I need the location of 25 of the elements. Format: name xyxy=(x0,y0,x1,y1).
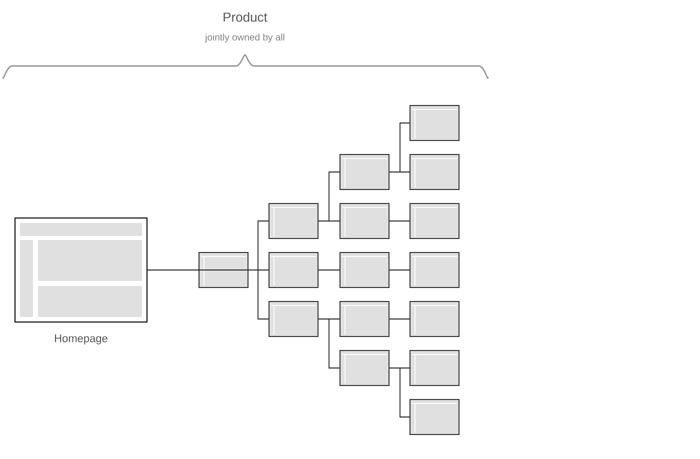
page-box xyxy=(340,154,390,190)
page-box xyxy=(268,203,318,239)
connector-line xyxy=(389,220,410,222)
page-box xyxy=(340,301,390,337)
connector-line xyxy=(318,220,340,222)
page-box xyxy=(340,252,390,288)
page-box xyxy=(410,154,460,190)
page-box xyxy=(268,252,318,288)
page-box xyxy=(410,301,460,337)
connector-line xyxy=(389,318,410,320)
connector-line xyxy=(389,368,410,418)
connector-line xyxy=(248,270,269,320)
page-box xyxy=(410,203,460,239)
page-box xyxy=(340,350,390,386)
title: Product xyxy=(224,12,268,22)
page-box xyxy=(410,399,460,435)
page-box xyxy=(340,203,390,239)
page-box xyxy=(410,350,460,386)
page-label: Homepage xyxy=(55,334,108,344)
page-box xyxy=(410,252,460,288)
connector-line xyxy=(318,318,340,368)
page-box xyxy=(268,301,318,337)
subtitle: jointly owned by all xyxy=(204,34,284,42)
page-box xyxy=(198,252,248,288)
page-box xyxy=(410,105,460,141)
